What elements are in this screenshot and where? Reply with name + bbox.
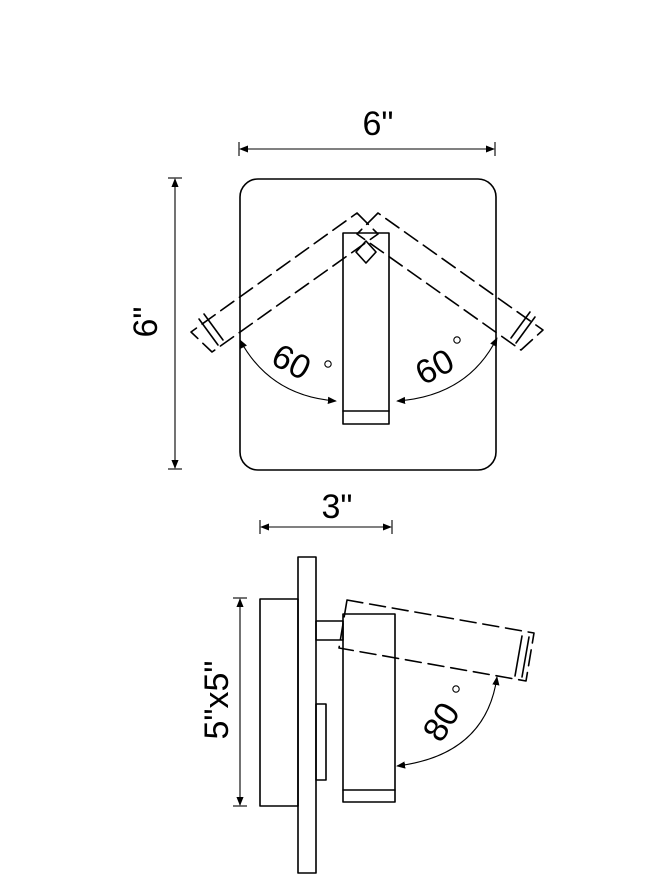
- tilt-arc: [396, 676, 500, 769]
- width-dimension: 6": [238, 105, 496, 156]
- plate-label: 5"x5": [198, 661, 236, 740]
- reading-arm: [342, 232, 390, 425]
- front-view: 6" 6": [127, 105, 544, 471]
- switch-block: [315, 703, 327, 781]
- left-degree-mark: [324, 360, 332, 368]
- plate-dimension: 5"x5": [198, 597, 247, 807]
- tilt-degree-mark: [452, 685, 460, 693]
- right-swing-arc: [396, 337, 498, 405]
- right-swung-arm: [356, 212, 544, 351]
- arm-stem: [315, 620, 344, 641]
- height-label: 6": [127, 307, 165, 338]
- side-view: 3" 5"x5" 80: [198, 488, 535, 874]
- wall-plate: [239, 178, 497, 471]
- width-label: 6": [363, 105, 394, 143]
- tilt-angle-label: 80: [416, 696, 468, 748]
- left-swing-arc: [239, 339, 337, 404]
- left-angle-label: 60: [266, 337, 317, 388]
- lamp-head: [342, 613, 396, 803]
- side-wall-plate: [297, 556, 317, 874]
- tilted-lamp-head: [338, 599, 535, 682]
- height-dimension: 6": [127, 177, 182, 470]
- back-box: [259, 598, 299, 807]
- left-swung-arm: [190, 212, 379, 353]
- right-degree-mark: [453, 336, 461, 344]
- depth-label: 3": [322, 488, 353, 526]
- depth-dimension: 3": [259, 488, 393, 534]
